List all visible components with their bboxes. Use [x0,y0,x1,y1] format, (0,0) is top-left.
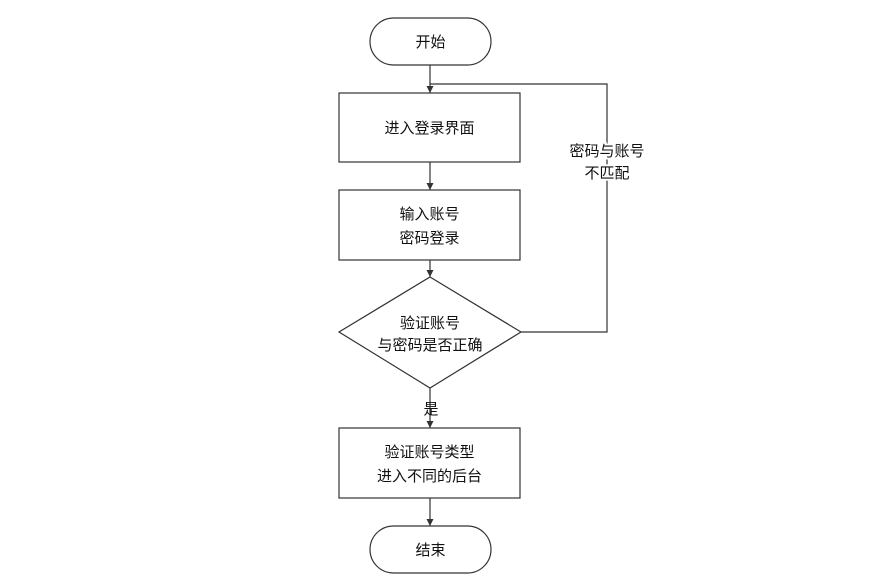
verify-decision-label-line2: 与密码是否正确 [377,336,482,354]
verify-account-type-node: 验证账号类型 进入不同的后台 [338,427,521,499]
verify-account-type-label-line1: 验证账号类型 [384,443,474,461]
loop-label-line2: 不匹配 [584,164,629,182]
verify-decision-label-line1: 验证账号 [400,314,460,332]
input-credentials-label-line2: 密码登录 [399,229,459,247]
start-label: 开始 [415,33,445,51]
input-credentials-node: 输入账号 密码登录 [338,189,521,261]
end-node: 结束 [369,525,492,574]
verify-decision-node: 验证账号 与密码是否正确 [337,276,523,389]
loop-label-line1: 密码与账号 [569,142,644,160]
enter-login-page-label: 进入登录界面 [384,119,474,137]
verify-account-type-label-line2: 进入不同的后台 [377,467,482,485]
yes-label: 是 [423,400,438,418]
input-credentials-label-line1: 输入账号 [399,205,459,223]
end-label: 结束 [415,541,445,559]
edge-decision-no-loop [430,83,608,333]
start-node: 开始 [369,17,492,66]
enter-login-page-node: 进入登录界面 [338,92,521,163]
